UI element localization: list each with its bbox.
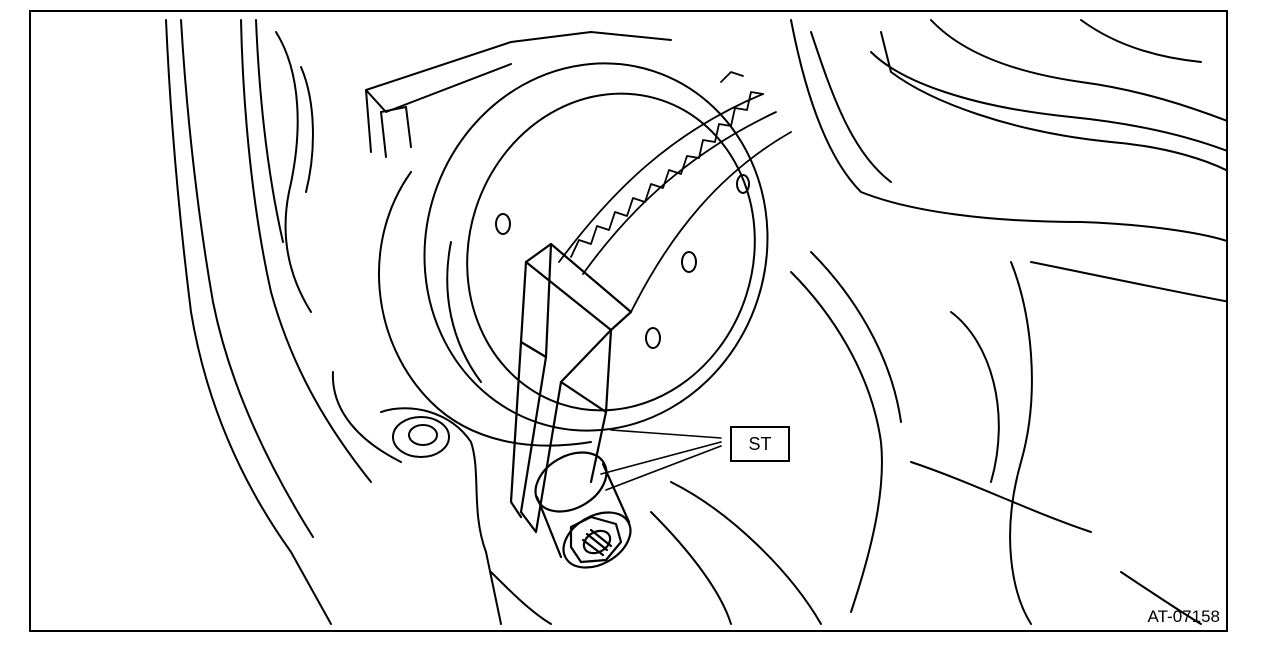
ring-gear xyxy=(558,71,792,313)
st-callout-label: ST xyxy=(730,426,790,462)
nut-and-bolt xyxy=(534,451,632,569)
bolt-hole xyxy=(681,251,697,273)
stopper-tool xyxy=(509,242,633,534)
left-housing xyxy=(165,19,402,625)
technical-illustration xyxy=(165,19,1226,625)
figure-frame: ST AT-07158 xyxy=(29,10,1228,632)
bolt-hole xyxy=(645,327,661,349)
bolt-hole xyxy=(495,213,511,235)
figure-id: AT-07158 xyxy=(1147,607,1220,626)
right-housing xyxy=(650,19,1226,625)
upper-bracket xyxy=(365,31,672,158)
callout-leaders xyxy=(600,429,722,491)
bolt-hole xyxy=(736,174,750,194)
converter-housing xyxy=(378,62,769,447)
lower-mount xyxy=(380,407,552,625)
